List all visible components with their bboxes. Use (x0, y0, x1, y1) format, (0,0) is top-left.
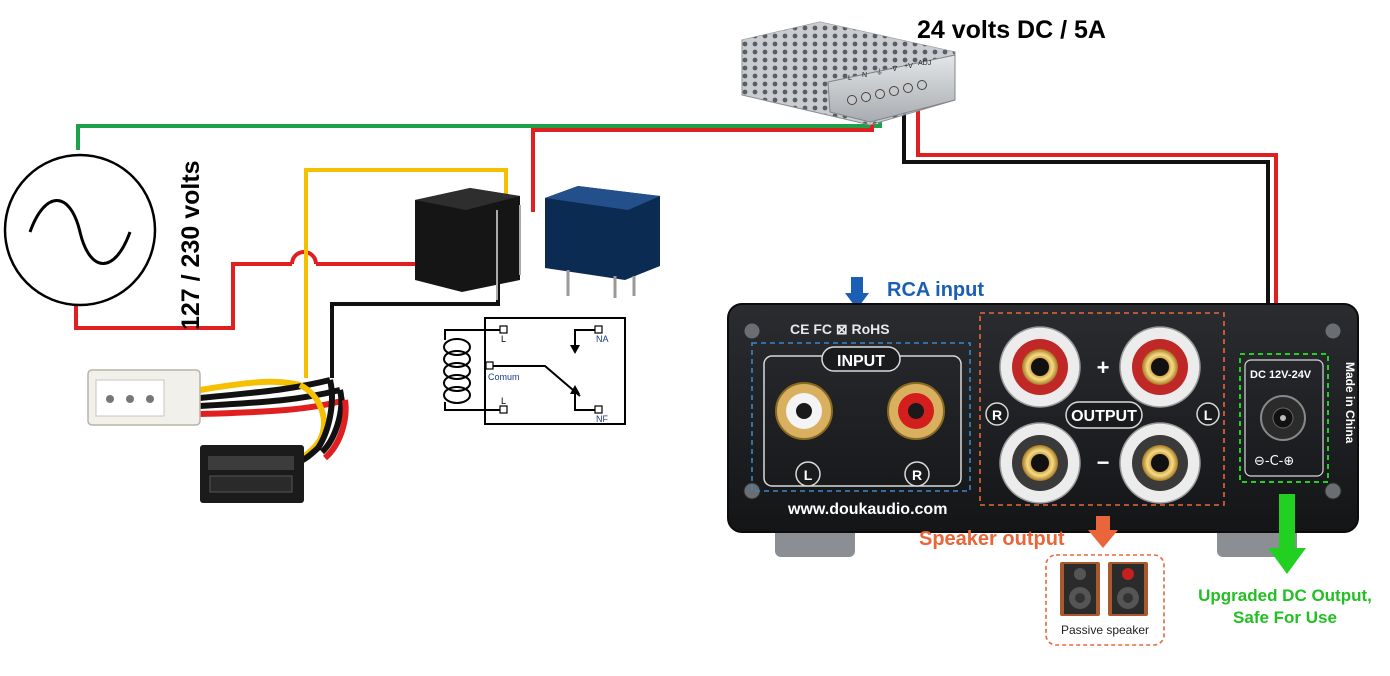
black-wire-dc (902, 100, 1270, 345)
output-minus-label: − (1097, 450, 1110, 475)
amplifier: CE FC ⊠ RoHS INPUT L R OUTPUT R L + − (727, 303, 1359, 557)
input-left-label: L (804, 467, 813, 483)
dc-arrow-icon (1268, 494, 1306, 574)
schematic-coil-top: L (501, 334, 506, 344)
ac-source-icon (3, 153, 157, 307)
psu-label-minus: -V (890, 66, 897, 73)
speaker-left-icon (1060, 562, 1100, 616)
coil-icon (443, 329, 505, 411)
speaker-post-r-minus (999, 422, 1081, 504)
input-right-label: R (912, 467, 922, 483)
psu-rating-label: 24 volts DC / 5A (917, 16, 1106, 44)
cert-marks: CE FC ⊠ RoHS (790, 321, 890, 337)
red-wire-dc (916, 100, 1278, 345)
panel-screws (743, 322, 1342, 500)
speaker-post-l-minus (1119, 422, 1201, 504)
dc-output-label-2: Safe For Use (1233, 608, 1337, 627)
output-plus-label: + (1097, 355, 1110, 380)
output-l-label: L (1204, 407, 1213, 423)
psu-label-n: N (862, 72, 867, 79)
psu-screw-terminals (847, 80, 927, 105)
schematic-nc: NF (596, 414, 608, 424)
speaker-right-icon (1108, 562, 1148, 616)
molex-sata-adapter (87, 369, 349, 503)
psu-label-l: L (848, 75, 852, 82)
relay-black (415, 188, 521, 300)
dc-voltage-label: DC 12V-24V (1250, 369, 1312, 381)
passive-speaker-label: Passive speaker (1061, 623, 1149, 637)
speaker-output-label: Speaker output (919, 528, 1065, 550)
dc-polarity: ⊖-C-⊕ (1254, 454, 1294, 469)
relay-schematic: L L Comum NA NF (443, 317, 626, 425)
website-label: www.doukaudio.com (787, 501, 947, 518)
mains-voltage-label: 127 / 230 volts (177, 160, 205, 330)
speaker-post-r-plus (999, 326, 1081, 408)
power-supply: L N ⏚ -V +V ADJ (741, 21, 956, 126)
psu-label-adj: ADJ (918, 60, 931, 67)
psu-label-ground: ⏚ (876, 68, 883, 76)
input-title: INPUT (837, 353, 885, 370)
rca-right-jack (887, 382, 945, 440)
output-dashed-box (979, 312, 1225, 506)
passive-speaker: Passive speaker (1045, 554, 1165, 646)
input-dashed-box (751, 342, 971, 492)
schematic-common: Comum (488, 372, 520, 382)
speaker-arrow-icon (1088, 516, 1118, 548)
rca-arrow-icon (845, 277, 869, 309)
made-in-label: Made in China (1343, 362, 1357, 444)
schematic-no: NA (596, 334, 609, 344)
psu-label-plus: +V (904, 63, 913, 70)
psu-terminal-labels: L N ⏚ -V +V ADJ (848, 60, 931, 82)
output-r-label: R (992, 407, 1002, 423)
speaker-post-l-plus (1119, 326, 1201, 408)
dc-jack-icon (1260, 395, 1306, 441)
rca-left-jack (775, 382, 833, 440)
relay-blue (545, 186, 660, 298)
output-title: OUTPUT (1071, 408, 1137, 425)
rca-input-label: RCA input (887, 279, 984, 301)
schematic-coil-bottom: L (501, 396, 506, 406)
dc-output-label: Upgraded DC Output, (1198, 586, 1372, 605)
red-wire-ac (74, 262, 292, 330)
